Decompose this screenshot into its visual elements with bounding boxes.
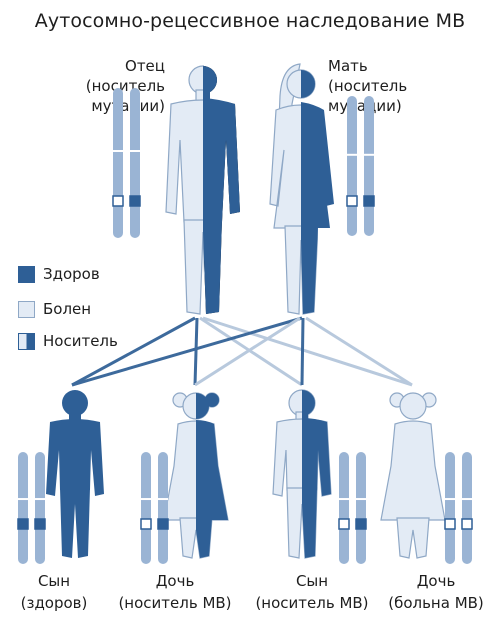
woman-silhouette-icon: [270, 64, 334, 314]
child-label-line: Сын: [250, 570, 374, 592]
chromosome: [18, 452, 28, 564]
boy-silhouette-icon: [273, 390, 331, 558]
gene-marker: [462, 519, 472, 529]
chromosome: [364, 96, 374, 236]
gene-marker: [347, 196, 357, 206]
gene-marker: [113, 196, 123, 206]
inheritance-line: [306, 318, 412, 385]
gene-marker: [18, 519, 28, 529]
child-label-line: (носитель МВ): [113, 592, 237, 614]
inheritance-line: [72, 318, 195, 385]
chromosome: [347, 96, 357, 236]
gene-marker: [35, 519, 45, 529]
inheritance-line: [302, 318, 303, 385]
girl-silhouette-icon: [164, 393, 228, 558]
chromosome: [130, 88, 140, 238]
child-label-line: Дочь: [374, 570, 498, 592]
child-label: Дочь (больна МВ): [374, 570, 498, 614]
gene-marker: [130, 196, 140, 206]
chromosome: [339, 452, 349, 564]
inheritance-lines: [72, 318, 412, 385]
chromosome: [113, 88, 123, 238]
chromosome: [445, 452, 455, 564]
man-silhouette-icon: [166, 66, 240, 314]
gene-marker: [364, 196, 374, 206]
gene-marker: [356, 519, 366, 529]
chromosome: [356, 452, 366, 564]
chromosome: [141, 452, 151, 564]
girl-silhouette-icon: [381, 393, 445, 558]
inheritance-line: [203, 318, 412, 385]
inheritance-line: [72, 318, 302, 385]
child-label: Сын (носитель МВ): [250, 570, 374, 614]
child-label-line: Дочь: [113, 570, 237, 592]
chromosome: [158, 452, 168, 564]
child-label-line: (больна МВ): [374, 592, 498, 614]
gene-marker: [339, 519, 349, 529]
child-label: Сын (здоров): [0, 570, 116, 614]
gene-marker: [445, 519, 455, 529]
child-label: Дочь (носитель МВ): [113, 570, 237, 614]
chromosome: [462, 452, 472, 564]
boy-silhouette-icon: [46, 390, 104, 558]
gene-marker: [141, 519, 151, 529]
gene-marker: [158, 519, 168, 529]
chromosome: [35, 452, 45, 564]
child-label-line: (здоров): [0, 592, 116, 614]
inheritance-line: [195, 318, 197, 385]
child-label-line: (носитель МВ): [250, 592, 374, 614]
child-label-line: Сын: [0, 570, 116, 592]
